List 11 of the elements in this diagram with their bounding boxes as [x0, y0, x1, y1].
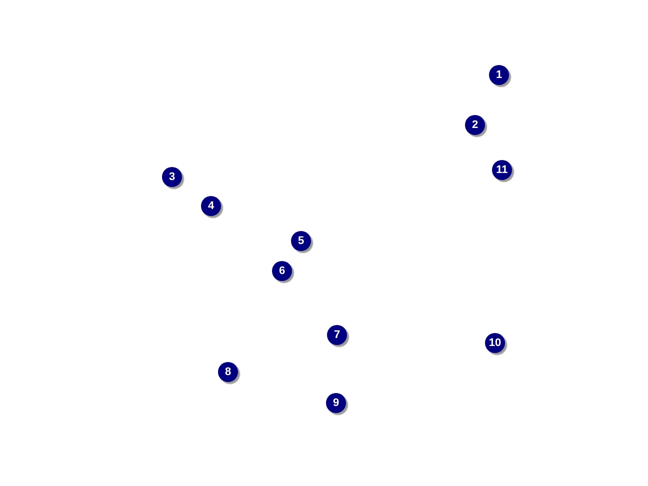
- callout-number: 6: [272, 261, 292, 281]
- callout-number: 9: [326, 393, 346, 413]
- callout-number: 8: [218, 362, 238, 382]
- callout-number: 7: [327, 325, 347, 345]
- callout-number: 5: [291, 231, 311, 251]
- callout-number: 4: [201, 196, 221, 216]
- callout-number: 11: [492, 160, 512, 180]
- callout-number: 3: [162, 167, 182, 187]
- callout-number: 1: [489, 65, 509, 85]
- callout-number: 10: [485, 333, 505, 353]
- callout-number: 2: [465, 115, 485, 135]
